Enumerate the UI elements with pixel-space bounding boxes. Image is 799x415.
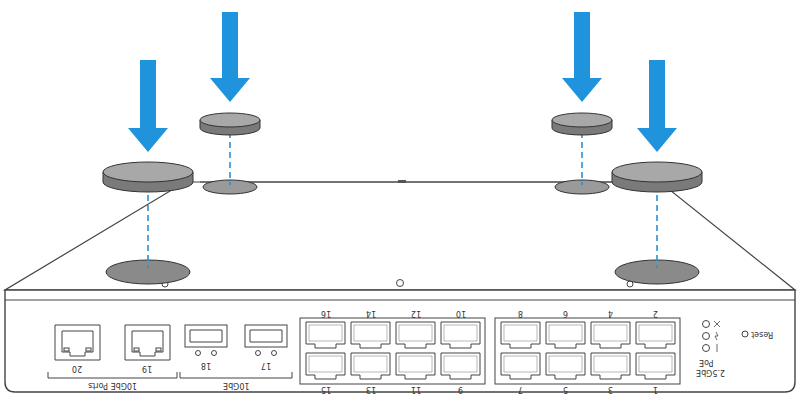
group-bracket xyxy=(48,372,292,378)
port-number: 5 xyxy=(563,385,568,393)
back-notch xyxy=(398,180,406,183)
port-number: 7 xyxy=(518,385,523,393)
port-number: 19 xyxy=(142,364,152,372)
back-edge xyxy=(200,182,615,183)
port-number: 8 xyxy=(518,309,523,317)
port-number: 1 xyxy=(653,385,658,393)
foot-pad-area xyxy=(106,260,190,284)
rubber-foot xyxy=(200,113,260,135)
port-number: 6 xyxy=(563,309,568,317)
switch-bottom-plane xyxy=(5,182,795,290)
group-label: 2.5GbE xyxy=(696,368,725,376)
port-number: 10 xyxy=(456,309,466,317)
port-number: 18 xyxy=(201,361,211,369)
foot-pad-area xyxy=(615,260,699,284)
port-number: 4 xyxy=(608,309,613,317)
rubber-foot xyxy=(612,162,702,192)
rj45-port-block xyxy=(300,318,680,384)
port-number: 14 xyxy=(366,309,376,317)
rubber-foot xyxy=(103,162,193,192)
status-led xyxy=(703,321,710,352)
port-number: 16 xyxy=(321,309,331,317)
rj45-port xyxy=(55,325,170,360)
port-number: 2 xyxy=(653,309,658,317)
panel-edge xyxy=(5,300,795,301)
button-label: Reset xyxy=(751,330,773,338)
rubber-foot xyxy=(552,113,612,135)
port-number: 20 xyxy=(72,364,82,372)
port-number: 9 xyxy=(458,385,463,393)
sfp-port xyxy=(185,325,287,356)
group-label: 10GbE Ports xyxy=(88,381,137,389)
port-number: 13 xyxy=(366,385,376,393)
group-label: PoE xyxy=(699,358,714,366)
led-icon xyxy=(714,321,720,352)
port-number: 12 xyxy=(411,309,421,317)
reset-button xyxy=(742,331,748,337)
guide-lines xyxy=(148,132,657,268)
port-number: 17 xyxy=(261,361,271,369)
front-panel xyxy=(5,290,795,392)
screw-hole xyxy=(397,280,404,287)
port-number: 3 xyxy=(608,385,613,393)
placement-arrow xyxy=(128,12,677,152)
port-number: 15 xyxy=(321,385,331,393)
group-label: 10GbE xyxy=(223,381,250,389)
port-number: 11 xyxy=(411,385,421,393)
